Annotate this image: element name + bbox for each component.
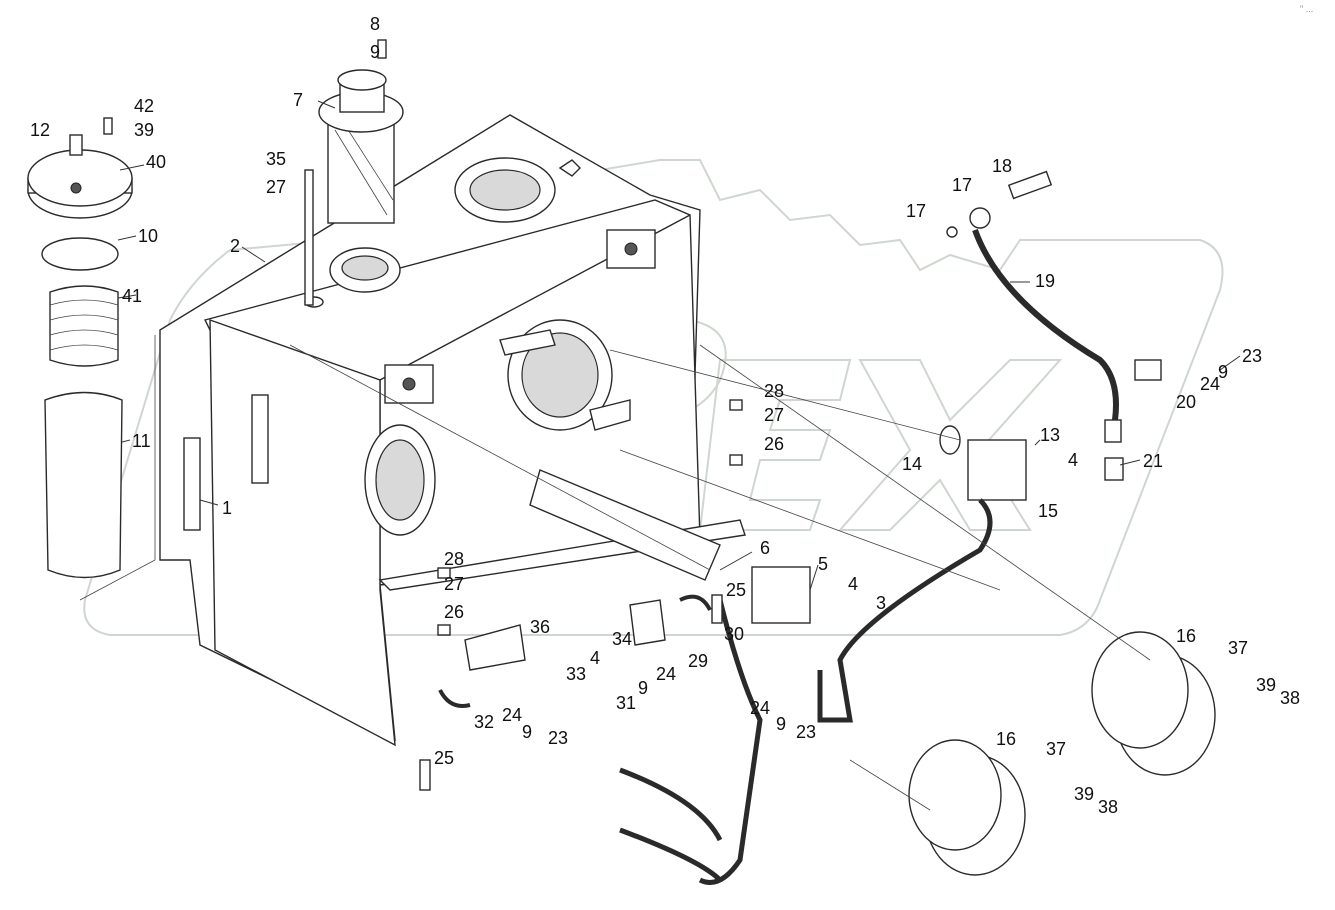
callout-34: 34 bbox=[612, 629, 632, 649]
callout-17: 17 bbox=[952, 175, 972, 195]
callout-37: 37 bbox=[1228, 638, 1248, 658]
brackets-fasteners bbox=[103, 39, 743, 791]
callout-27: 27 bbox=[764, 405, 784, 425]
callout-24: 24 bbox=[750, 698, 770, 718]
callout-30: 30 bbox=[724, 624, 744, 644]
callout-9: 9 bbox=[1218, 362, 1228, 382]
callout-39: 39 bbox=[1256, 675, 1276, 695]
callout-31: 31 bbox=[616, 693, 636, 713]
callout-21: 21 bbox=[1143, 451, 1163, 471]
callout-24: 24 bbox=[1200, 374, 1220, 394]
callout-9: 9 bbox=[522, 722, 532, 742]
callout-33: 33 bbox=[566, 664, 586, 684]
callout-7: 7 bbox=[293, 90, 303, 110]
callout-25: 25 bbox=[434, 748, 454, 768]
cover-plates bbox=[908, 631, 1216, 876]
callout-20: 20 bbox=[1176, 392, 1196, 412]
callout-4: 4 bbox=[1068, 450, 1078, 470]
reference-lines bbox=[79, 335, 1151, 811]
callout-13: 13 bbox=[1040, 425, 1060, 445]
callouts: 8 9 7 42 12 39 40 35 27 10 2 41 11 1 18 … bbox=[30, 14, 1300, 817]
callout-19: 19 bbox=[1035, 271, 1055, 291]
callout-8: 8 bbox=[370, 14, 380, 34]
callout-9: 9 bbox=[638, 678, 648, 698]
callout-3: 3 bbox=[876, 593, 886, 613]
callout-27: 27 bbox=[444, 574, 464, 594]
callout-2: 2 bbox=[230, 236, 240, 256]
callout-23: 23 bbox=[796, 722, 816, 742]
callout-38: 38 bbox=[1098, 797, 1118, 817]
callout-14: 14 bbox=[902, 454, 922, 474]
callout-12: 12 bbox=[30, 120, 50, 140]
callout-10: 10 bbox=[138, 226, 158, 246]
callout-37: 37 bbox=[1046, 739, 1066, 759]
callout-27: 27 bbox=[266, 177, 286, 197]
callout-29: 29 bbox=[688, 651, 708, 671]
breather-assembly bbox=[27, 134, 133, 579]
callout-16: 16 bbox=[996, 729, 1016, 749]
callout-39: 39 bbox=[1074, 784, 1094, 804]
callout-24: 24 bbox=[656, 664, 676, 684]
callout-41: 41 bbox=[122, 286, 142, 306]
callout-24: 24 bbox=[502, 705, 522, 725]
callout-4: 4 bbox=[590, 648, 600, 668]
callout-1: 1 bbox=[222, 498, 232, 518]
callout-40: 40 bbox=[146, 152, 166, 172]
callout-16: 16 bbox=[1176, 626, 1196, 646]
callout-25: 25 bbox=[726, 580, 746, 600]
corner-mark: " ... bbox=[1300, 4, 1313, 14]
callout-28: 28 bbox=[444, 549, 464, 569]
callout-18: 18 bbox=[992, 156, 1012, 176]
callout-26: 26 bbox=[764, 434, 784, 454]
callout-28: 28 bbox=[764, 381, 784, 401]
callout-32: 32 bbox=[474, 712, 494, 732]
callout-42: 42 bbox=[134, 96, 154, 116]
callout-4: 4 bbox=[848, 574, 858, 594]
callout-36: 36 bbox=[530, 617, 550, 637]
callout-9: 9 bbox=[370, 42, 380, 62]
callout-15: 15 bbox=[1038, 501, 1058, 521]
callout-35: 35 bbox=[266, 149, 286, 169]
hydraulic-tank bbox=[159, 114, 746, 747]
callout-39: 39 bbox=[134, 120, 154, 140]
callout-23: 23 bbox=[1242, 346, 1262, 366]
callout-11: 11 bbox=[132, 431, 151, 451]
callout-9: 9 bbox=[776, 714, 786, 734]
callout-5: 5 bbox=[818, 554, 828, 574]
callout-23: 23 bbox=[548, 728, 568, 748]
callout-6: 6 bbox=[760, 538, 770, 558]
hose-assembly bbox=[619, 170, 1162, 885]
callout-17: 17 bbox=[906, 201, 926, 221]
callout-38: 38 bbox=[1280, 688, 1300, 708]
leader-lines bbox=[117, 100, 1241, 591]
callout-26: 26 bbox=[444, 602, 464, 622]
return-filter bbox=[318, 69, 404, 224]
